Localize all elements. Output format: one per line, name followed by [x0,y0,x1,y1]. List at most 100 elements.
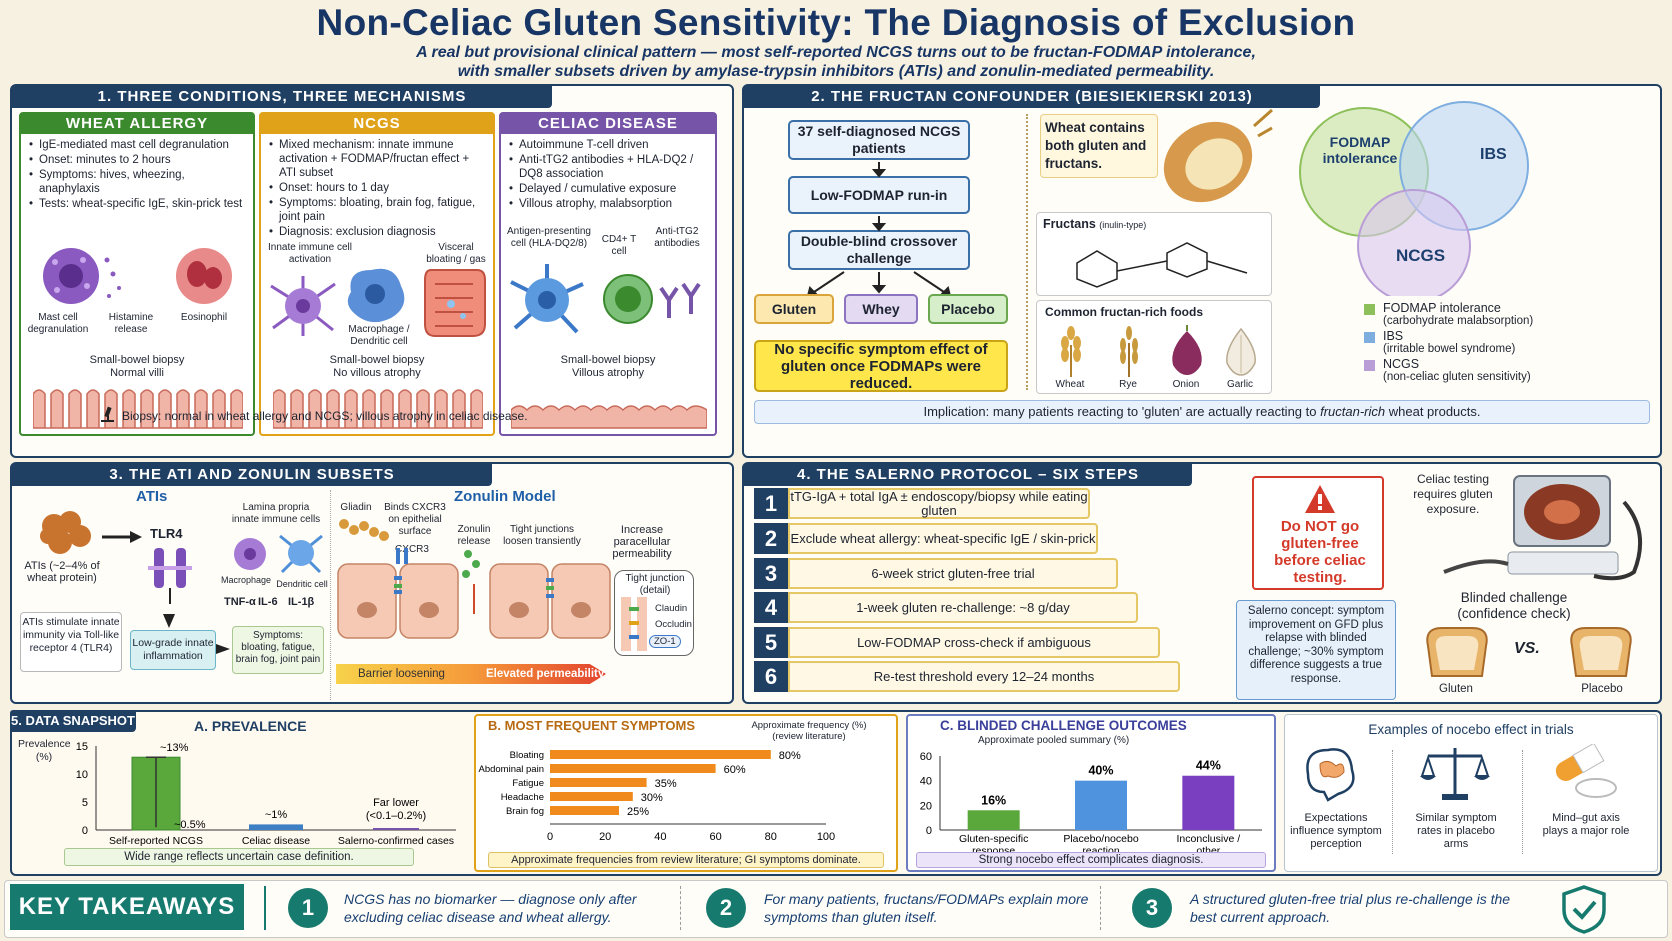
celiac-header: CELIAC DISEASE [501,114,715,134]
ncgs-bullet-1: Mixed mechanism: innate immune activatio… [269,138,487,180]
ati-heading: ATIs [136,488,168,505]
macrophage-icon [347,268,405,323]
chart-a-label-1: ~13% [160,742,189,754]
arrow-to-tlr4 [102,531,142,543]
chart-b-x-tick: 100 [817,831,835,843]
takeaway-3-number: 3 [1132,888,1172,928]
subtitle-line-1: A real but provisional clinical pattern … [416,44,1256,61]
chart-a-y-tick: 0 [82,825,88,837]
bread-placebo-label: Placebo [1581,683,1623,695]
chart-c-x-tick-2: other [1196,845,1220,854]
divider-dots [1026,114,1028,390]
takeaways-divider-0 [264,886,266,930]
garlic-food-icon [1226,327,1256,376]
wheat-bullet-4: Tests: wheat-specific IgE, skin-prick te… [29,197,247,211]
foods-title: Common fructan-rich foods [1045,305,1203,319]
food-garlic: Garlic [1226,379,1254,390]
ati-note-box: ATIs stimulate innate immunity via Toll-… [20,612,122,672]
bread-placebo-icon [1570,627,1632,677]
ncgs-header: NCGS [261,114,493,134]
nocebo-divider-2 [1522,750,1523,854]
eosinophil-label: Eosinophil [180,312,228,323]
celiac-bullet-4: Villous atrophy, malabsorption [509,197,709,211]
chart-b-xlabel: Approximate frequency (%) (review litera… [751,720,867,742]
bread-gluten-label: Gluten [1439,683,1473,695]
chart-b-x-tick: 20 [599,831,611,843]
intestine-icon [424,269,486,337]
dendritic-cell-icon [279,534,323,574]
endoscope-icon [1443,475,1642,581]
warning-icon [1305,485,1335,513]
macrophage-label: Macrophage / Dendritic cell [348,324,410,347]
chart-a-y-tick: 10 [76,769,88,781]
takeaway-1: NCGS has no biomarker — diagnose only af… [344,891,637,925]
ncgs-bullet-3: Symptoms: bloating, brain fog, fatigue, … [269,196,487,224]
section-3-title: 3. THE ATI AND ZONULIN SUBSETS [12,464,492,486]
pill-icon [1555,744,1617,798]
fructans-sub: (inulin-type) [1099,220,1147,230]
chart-c-title: C. BLINDED CHALLENGE OUTCOMES [940,718,1187,733]
chart-c-value: 44% [1196,759,1221,773]
vs-label: VS. [1514,640,1540,657]
outcomes-chart: 020406016%Gluten-specificresponse40%Plac… [920,751,1262,854]
chart-c-bar [1182,775,1235,830]
chart-b-value: 35% [655,778,677,790]
gliadin-label: Gliadin [340,502,372,513]
takeaway-1-number: 1 [288,888,328,928]
arrow-to-symptoms [216,644,230,654]
chart-c-x-tick: Gluten-specific [959,833,1028,845]
celiac-bullet-3: Delayed / cumulative exposure [509,182,709,196]
ati-protein-icon [40,511,91,554]
venn-legend: FODMAP intolerance(carbohydrate malabsor… [1364,302,1654,384]
chart-a-x-tick: Self-reported NCGS [109,835,203,847]
antibody-icon [659,282,701,318]
venn-label-ncgs: NCGS [1396,246,1446,265]
celiac-column: CELIAC DISEASE Autoimmune T-cell driven … [499,112,717,436]
section-2-title: 2. THE FRUCTAN CONFOUNDER (BIESIEKIERSKI… [744,86,1320,108]
chart-b-bar [550,792,633,801]
macrophage-small-label: Macrophage [220,575,272,585]
ati-label: ATIs (~2–4% of wheat protein) [24,560,100,584]
chart-c-x-tick: Inconclusive / [1177,833,1241,845]
chart-a-label-3b: (<0.1–0.2%) [366,810,426,822]
wheat-food-icon [1061,326,1081,377]
wheat-bullet-3: Symptoms: hives, wheezing, anaphylaxis [29,168,247,196]
chart-b-value: 30% [641,792,663,804]
brain-icon [1306,748,1355,802]
wheat-allergy-column: WHEAT ALLERGY IgE-mediated mast cell deg… [19,112,255,436]
chart-a-note: Wide range reflects uncertain case defin… [64,848,414,866]
cytokine-2: IL-6 [258,596,278,608]
rye-food-icon [1120,326,1138,377]
chart-b-x-tick: 40 [654,831,666,843]
chart-a-x-tick: Celiac disease [242,835,310,847]
tight-junction-loosen-label: Tight junctions loosen transiently [503,524,581,547]
warning-text: Do NOT go gluten-free before celiac test… [1274,518,1366,586]
food-rye: Rye [1119,379,1137,390]
takeaway-3: A structured gluten-free trial plus re-c… [1190,891,1511,925]
flow-patients: 37 self-diagnosed NCGS patients [788,120,970,160]
increase-permeability-label: Increase paracellular permeability [612,524,672,560]
immune-cell-icon [270,276,336,336]
food-wheat: Wheat [1055,379,1085,390]
bread-gluten-icon [1426,627,1488,677]
section-fructan-confounder: 2. THE FRUCTAN CONFOUNDER (BIESIEKIERSKI… [742,84,1662,458]
cytokine-3: IL-1β [288,596,315,608]
chart-b-bar [550,750,771,759]
no-atrophy-villi-icon [273,389,483,429]
claudin-label: Claudin [655,603,688,614]
fructans-label: Fructans [1043,217,1096,231]
microscope-icon [101,406,114,422]
lamina-label: Lamina propria innate immune cells [231,502,321,525]
venn-label-fodmap: FODMAP intolerance [1322,134,1398,166]
chart-c-note: Strong nocebo effect complicates diagnos… [916,852,1266,868]
t-cell-icon [603,274,653,324]
wheat-bullet-2: Onset: minutes to 2 hours [29,153,247,167]
page-title: Non-Celiac Gluten Sensitivity: The Diagn… [316,2,1356,43]
divider-section-3 [330,490,331,700]
celiac-requires-note: Celiac testing requires gluten exposure. [1413,472,1493,516]
t-cell-label: CD4+ T cell [601,234,637,257]
